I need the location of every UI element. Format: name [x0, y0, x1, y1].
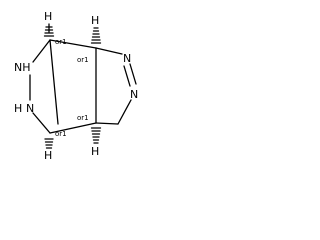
bond-c1-nh [32, 39, 51, 63]
atom-n-pyrazoline-top: N [123, 52, 131, 65]
stereo-upper-bridgehead: or1 [55, 38, 67, 46]
atom-h-bottom-right: H [91, 145, 99, 158]
bond-c1-c7a [49, 39, 97, 49]
stereo-lower-bridgehead: or1 [55, 130, 67, 138]
atom-h-bottom-left: H [44, 149, 52, 162]
structure-canvas: H H NH N H N N H H or1 or1 or1 or1 [0, 0, 156, 178]
bond-n1-n2-b [123, 65, 131, 87]
bond-bridge [49, 39, 59, 125]
hashed-bond-bottom-right-h [90, 127, 102, 144]
atom-n-pyrazoline-right: N [130, 88, 138, 101]
atom-nh-top: NH [14, 61, 31, 74]
bond-c7a-n1 [95, 47, 123, 55]
bond-n2-c3 [117, 99, 132, 125]
chemical-structure: H H NH N H N N H H or1 or1 or1 or1 [14, 10, 138, 162]
bond-c4-c3a [49, 122, 97, 134]
atom-n-bottom: N [26, 102, 34, 115]
bond-c3-c3a [95, 122, 119, 125]
bond-n1-n2-a [129, 63, 137, 85]
atom-labels: H H NH N H N N H H [14, 10, 138, 162]
atom-h-amine-bottom: H [14, 102, 22, 115]
atom-h-top-left: H [44, 10, 52, 23]
bond-n-c4 [32, 112, 51, 134]
skeleton-bonds [29, 39, 137, 134]
stereo-descriptors: or1 or1 or1 or1 [55, 38, 89, 138]
atom-h-top-right: H [91, 14, 99, 27]
stereo-upper-fusion: or1 [77, 56, 89, 64]
hashed-bond-top-right-h [90, 27, 102, 44]
stereo-bonds [43, 23, 102, 149]
hashed-bond-top-left-h [43, 23, 55, 37]
stereo-lower-fusion: or1 [77, 114, 89, 122]
hashed-bond-bottom-left-h [44, 138, 54, 149]
